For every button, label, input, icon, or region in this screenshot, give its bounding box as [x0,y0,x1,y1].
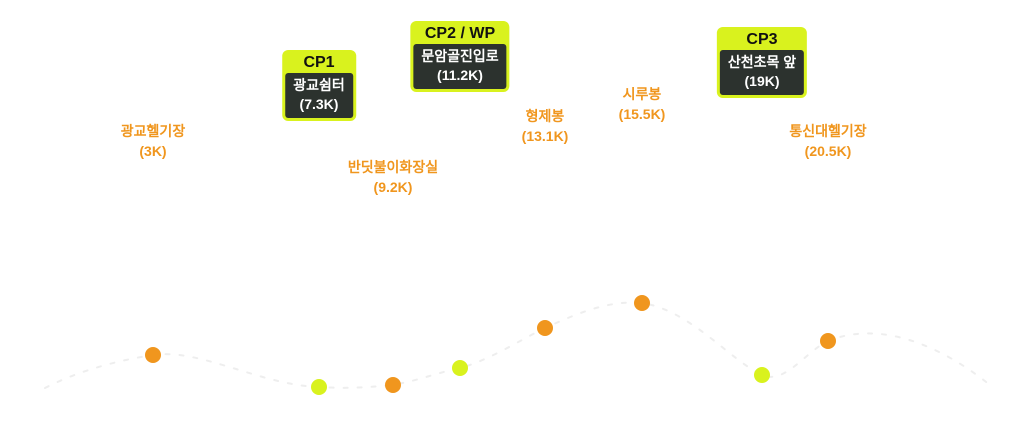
poi-label-2: 반딧불이화장실 (9.2K) [348,157,438,197]
poi-dot-1[interactable] [145,347,161,363]
poi-distance: (9.2K) [373,179,413,195]
checkpoint-card-1[interactable]: CP1 광교쉼터 (7.3K) [282,50,356,121]
checkpoint-distance: (11.2K) [437,67,483,83]
poi-dot-2[interactable] [385,377,401,393]
checkpoint-info: 문암골진입로 (11.2K) [413,44,507,89]
poi-distance: (15.5K) [618,106,666,122]
poi-name: 통신대헬기장 [789,123,867,139]
poi-dot-4[interactable] [634,295,650,311]
route-path [44,301,991,389]
poi-name: 광교헬기장 [120,123,186,139]
poi-distance: (13.1K) [521,128,569,144]
poi-name: 반딧불이화장실 [347,159,439,175]
checkpoint-info: 광교쉼터 (7.3K) [285,73,353,118]
checkpoint-name: 산천초목 앞 [727,54,797,70]
checkpoint-distance: (19K) [744,73,780,89]
checkpoint-distance: (7.3K) [299,96,339,112]
poi-dot-5[interactable] [820,333,836,349]
checkpoint-dot-2[interactable] [452,360,468,376]
checkpoint-dot-3[interactable] [754,367,770,383]
poi-distance: (20.5K) [804,143,852,159]
checkpoint-title: CP3 [746,31,778,48]
poi-dot-3[interactable] [537,320,553,336]
poi-name: 시루봉 [622,86,662,102]
poi-label-3: 형제봉 (13.1K) [522,106,569,146]
poi-name: 형제봉 [525,108,565,124]
checkpoint-dot-1[interactable] [311,379,327,395]
checkpoint-info: 산천초목 앞 (19K) [719,50,805,95]
poi-label-4: 시루봉 (15.5K) [619,84,666,124]
checkpoint-name: 문암골진입로 [421,48,499,64]
checkpoint-card-3[interactable]: CP3 산천초목 앞 (19K) [716,27,808,98]
checkpoint-card-2[interactable]: CP2 / WP 문암골진입로 (11.2K) [410,21,510,92]
checkpoint-name: 광교쉼터 [293,77,345,93]
poi-distance: (3K) [139,143,167,159]
checkpoint-title: CP1 [303,54,335,71]
poi-label-1: 광교헬기장 (3K) [121,121,185,161]
checkpoint-title: CP2 / WP [424,25,496,42]
poi-label-5: 통신대헬기장 (20.5K) [789,121,866,161]
